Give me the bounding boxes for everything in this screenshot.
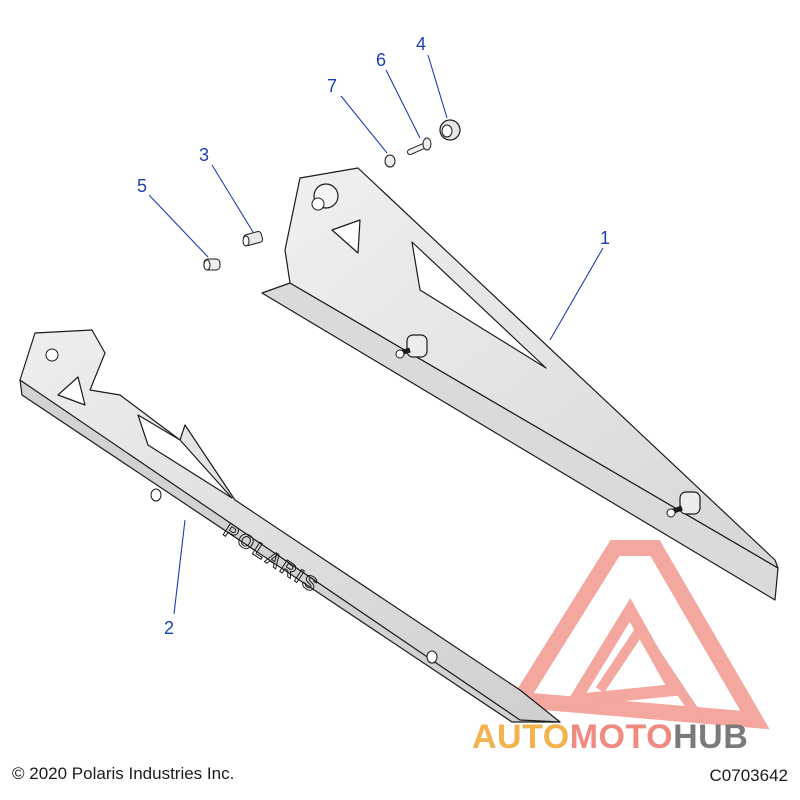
boss-upper [311,183,339,211]
drawing-code: C0703642 [709,766,788,785]
part-3-rivet [242,231,264,247]
callout-7: 7 [327,76,337,96]
watermark-moto: MOTO [569,718,674,756]
part-4-grommet [439,119,461,141]
callout-6: 6 [376,50,386,70]
stud-middle [395,334,428,359]
watermark-text: AUTOMOTOHUB [472,718,748,757]
stud-lower [666,491,701,518]
part-6-screw [407,137,432,155]
watermark-logo [506,540,770,730]
watermark-hub: HUB [673,718,749,756]
leader-lines [148,54,604,615]
callout-1: 1 [600,228,610,248]
copyright-text: © 2020 Polaris Industries Inc. [12,764,235,783]
callout-4: 4 [416,34,426,54]
part-5-bolt [203,258,221,271]
callout-3: 3 [199,145,209,165]
callout-labels: 1 2 3 4 5 6 7 [137,34,610,638]
part-1-right-guard [261,167,779,601]
callout-5: 5 [137,176,147,196]
callout-2: 2 [164,618,174,638]
part-7-washer [384,154,396,168]
watermark-auto: AUTO [472,718,570,756]
